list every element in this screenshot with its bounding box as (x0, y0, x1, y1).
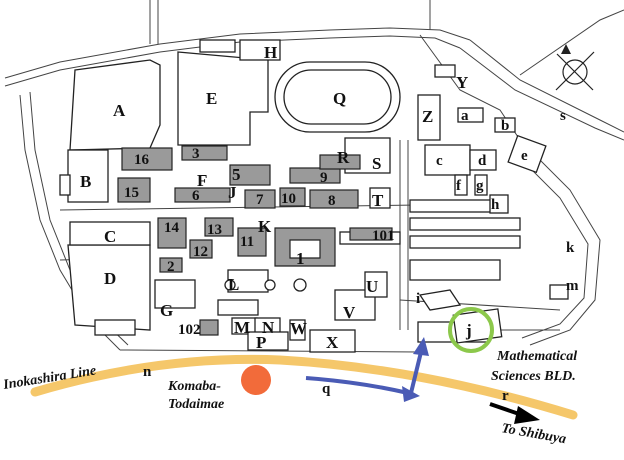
label-c-small: c (436, 153, 443, 169)
label-y: Y (456, 73, 468, 92)
label-z: Z (422, 107, 433, 126)
label-c: C (104, 227, 116, 246)
inokashira-railway (30, 354, 578, 420)
label-e: E (206, 89, 217, 108)
field-c (69, 221, 151, 246)
station-name-line1: Komaba- (167, 379, 221, 394)
label-k-small: k (566, 240, 575, 256)
label-m: M (234, 318, 250, 337)
label-r-small: r (502, 388, 509, 404)
route-arrow-vertical (409, 351, 423, 394)
label-5: 5 (232, 165, 241, 184)
label-v: V (343, 303, 356, 322)
label-b-small: b (501, 118, 509, 134)
label-f-small: f (456, 178, 462, 194)
label-102: 102 (178, 322, 201, 338)
shibuya-direction-arrow (489, 402, 540, 424)
label-13: 13 (207, 222, 222, 238)
sports-fields (67, 51, 401, 331)
label-s: S (372, 154, 381, 173)
label-a: A (113, 101, 126, 120)
label-14: 14 (164, 220, 180, 236)
label-l: L (228, 275, 239, 294)
target-building-label: j (465, 321, 472, 340)
label-2: 2 (167, 259, 175, 275)
label-6: 6 (192, 188, 200, 204)
route-arrow-vertical-head (413, 337, 429, 356)
road-network (4, 0, 624, 353)
label-9: 9 (320, 170, 328, 186)
target-building-name-line2: Sciences BLD. (491, 369, 576, 384)
label-m-small: m (566, 278, 579, 294)
label-j-upper: J (228, 183, 237, 202)
label-w: W (290, 319, 307, 338)
label-h: H (264, 43, 277, 62)
label-g: G (160, 301, 173, 320)
label-d: D (104, 269, 116, 288)
label-12: 12 (193, 244, 208, 260)
label-101: 101 (372, 228, 395, 244)
target-building-circle (448, 307, 494, 353)
track-q-inner (283, 69, 392, 125)
label-a-small: a (461, 108, 469, 124)
compass-icon (555, 44, 595, 91)
label-x: X (326, 333, 339, 352)
label-k: K (258, 217, 272, 236)
target-building-name-line1: Mathematical (496, 349, 577, 364)
route-arrow-horizontal-head (402, 386, 420, 402)
ponds (224, 278, 462, 311)
station-marker (241, 365, 271, 395)
label-n: N (262, 318, 275, 337)
field-b (67, 149, 109, 203)
label-b: B (80, 172, 91, 191)
label-3: 3 (192, 146, 200, 162)
label-r: R (337, 148, 350, 167)
label-d-small: d (478, 153, 487, 169)
label-15: 15 (124, 185, 139, 201)
destination-label: To Shibuya (500, 421, 567, 447)
gray-buildings (117, 145, 393, 336)
map-labels: A B C D E G H K L M N P Q R S T U V W X … (80, 43, 579, 404)
label-7: 7 (256, 192, 264, 208)
label-8: 8 (328, 193, 336, 209)
route-arrow-horizontal (305, 376, 409, 395)
label-10: 10 (281, 191, 296, 207)
label-g-small: g (476, 178, 484, 194)
label-t: T (372, 191, 384, 210)
label-16: 16 (134, 152, 150, 168)
label-n-small: n (143, 364, 152, 380)
label-q-small: q (322, 381, 331, 397)
field-e (177, 51, 269, 146)
label-11: 11 (240, 234, 254, 250)
label-q-track: Q (333, 89, 346, 108)
label-p: P (256, 333, 266, 352)
label-s-small: s (560, 108, 566, 124)
label-i-small: i (416, 291, 420, 307)
label-f: F (197, 171, 207, 190)
label-1: 1 (296, 249, 305, 268)
label-u: U (366, 277, 378, 296)
label-h-small: h (491, 197, 500, 213)
station-name-line2: Todaimae (168, 397, 224, 412)
label-e-small: e (521, 148, 528, 164)
route-arrows (305, 337, 429, 402)
